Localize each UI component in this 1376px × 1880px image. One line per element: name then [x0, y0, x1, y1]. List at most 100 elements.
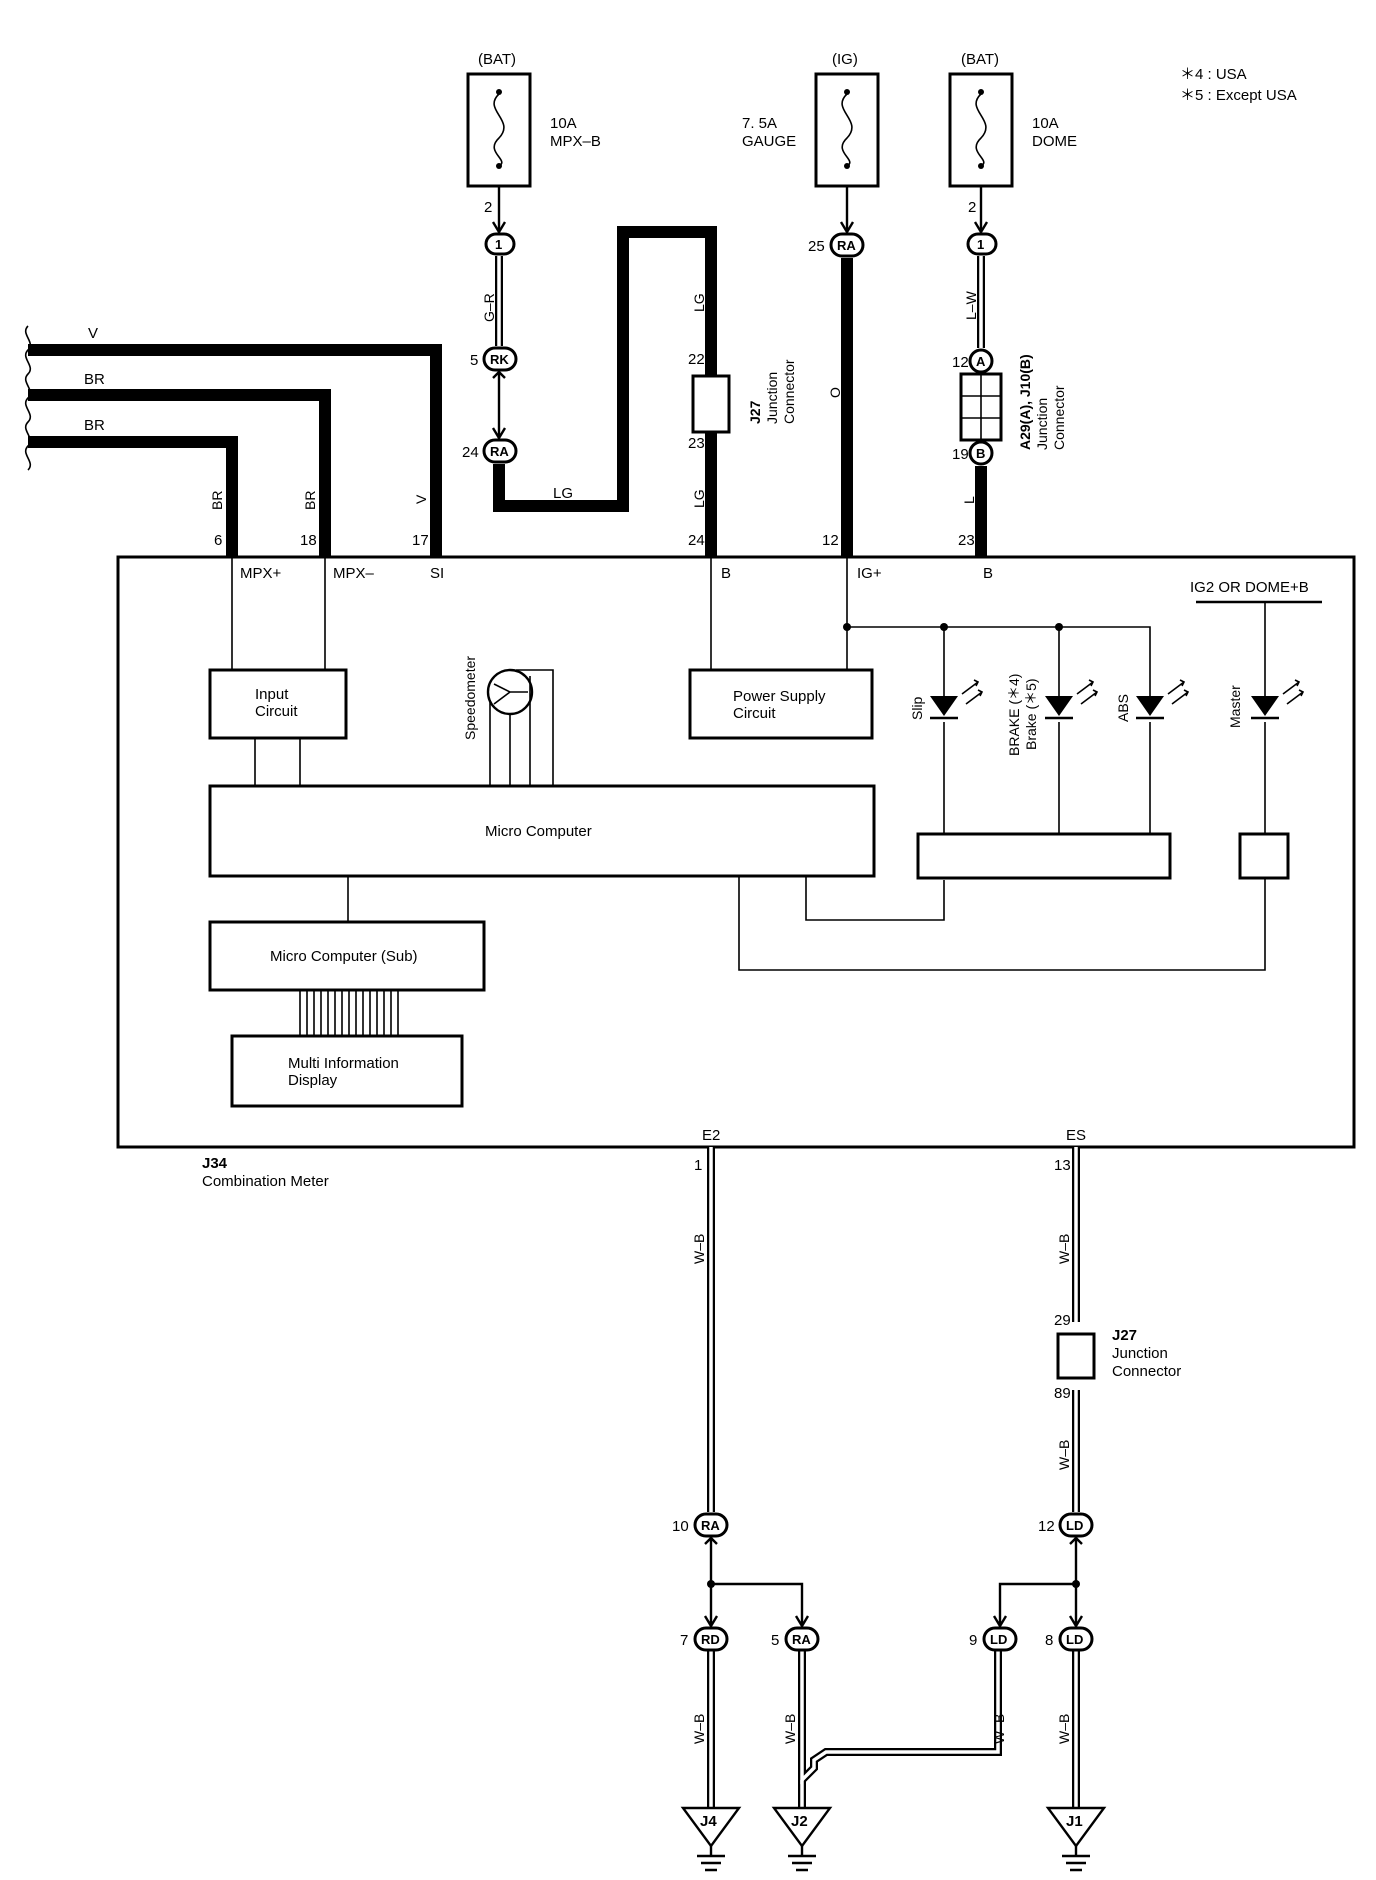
svg-text:J27: J27	[1112, 1327, 1137, 1344]
wire-lg	[493, 226, 717, 512]
ground-j1: J1	[1045, 1806, 1107, 1872]
mid-bus	[299, 990, 399, 1036]
svg-text:J27: J27	[747, 400, 763, 424]
svg-text:2: 2	[968, 199, 976, 216]
legend-except-usa: ＊5 : Except USA	[1180, 87, 1297, 104]
svg-text:J4: J4	[700, 1813, 717, 1830]
wire-label-v-down: V	[413, 494, 429, 504]
wire-label-wb2: W–B	[1056, 1234, 1072, 1264]
pin-12: 12	[822, 532, 839, 549]
svg-text:2: 2	[484, 199, 492, 216]
svg-text:RA: RA	[701, 1518, 720, 1533]
terminal-mpx-plus: MPX+	[240, 565, 282, 582]
fuse-dome: (BAT) 10A DOME 2	[948, 51, 1077, 216]
junction-j27-bottom: 29 89 J27 Junction Connector	[1054, 1312, 1181, 1402]
splice-right	[992, 1536, 1084, 1629]
pin-24: 24	[688, 532, 705, 549]
svg-text:Multi Information: Multi Information	[288, 1055, 399, 1072]
svg-text:12: 12	[952, 354, 969, 371]
led-brake: BRAKE (＊4) Brake (＊5)	[1006, 674, 1099, 756]
pin-13: 13	[1054, 1157, 1071, 1174]
svg-text:Circuit: Circuit	[733, 705, 776, 722]
svg-text:Connector: Connector	[1051, 385, 1067, 450]
wire-label-wb4: W–B	[691, 1714, 707, 1744]
svg-text:10A: 10A	[550, 115, 577, 132]
svg-text:Speedometer: Speedometer	[462, 656, 478, 740]
svg-text:RD: RD	[701, 1632, 720, 1647]
ground-j2: J2	[771, 1806, 833, 1872]
wire-label-br-in2: BR	[84, 417, 105, 434]
svg-text:Circuit: Circuit	[255, 703, 298, 720]
svg-text:89: 89	[1054, 1385, 1071, 1402]
pin-17: 17	[412, 532, 429, 549]
svg-text:1: 1	[495, 237, 502, 252]
svg-text:(BAT): (BAT)	[961, 51, 999, 68]
svg-text:7. 5A: 7. 5A	[742, 115, 777, 132]
wire-label-br-b: BR	[302, 491, 318, 510]
wire-br-1	[28, 389, 331, 557]
wire-label-br-in1: BR	[84, 371, 105, 388]
svg-text:Power Supply: Power Supply	[733, 688, 826, 705]
wire-label-br-a: BR	[209, 491, 225, 510]
svg-text:10: 10	[672, 1518, 689, 1535]
svg-text:Slip: Slip	[909, 696, 925, 720]
connector-rd-7: RD 7	[680, 1626, 729, 1652]
master-driver-block	[1238, 832, 1290, 880]
svg-text:RK: RK	[490, 352, 509, 367]
terminal-ig: IG+	[857, 565, 882, 582]
wire-br-2	[28, 436, 238, 557]
terminal-es: ES	[1066, 1127, 1086, 1144]
fuse-mpx-b: (BAT) 10A MPX–B 2	[466, 51, 601, 216]
meter-name: Combination Meter	[202, 1173, 329, 1190]
svg-text:Micro Computer (Sub): Micro Computer (Sub)	[270, 948, 418, 965]
terminal-b2: B	[983, 565, 993, 582]
svg-text:Display: Display	[288, 1072, 338, 1089]
svg-text:10A: 10A	[1032, 115, 1059, 132]
svg-text:9: 9	[969, 1632, 977, 1649]
svg-text:Micro Computer: Micro Computer	[485, 823, 592, 840]
multi-information-display: Multi Information Display	[230, 1034, 464, 1108]
svg-text:LD: LD	[990, 1632, 1007, 1647]
ground-wires-outer	[707, 1147, 1080, 1808]
svg-text:Master: Master	[1227, 685, 1243, 728]
terminal-si: SI	[430, 565, 444, 582]
speedometer: Speedometer	[462, 656, 554, 786]
junction-a29-j10: A29(A), J10(B) Junction Connector	[959, 354, 1067, 450]
wire-label-wb1: W–B	[691, 1234, 707, 1264]
svg-text:29: 29	[1054, 1312, 1071, 1329]
svg-text:RA: RA	[792, 1632, 811, 1647]
svg-text:Connector: Connector	[1112, 1363, 1181, 1380]
connector-ra-5: RA 5	[771, 1626, 820, 1652]
svg-text:RA: RA	[490, 444, 509, 459]
svg-text:5: 5	[771, 1632, 779, 1649]
wire-label-l: L	[961, 496, 977, 504]
pin-6: 6	[214, 532, 222, 549]
meter-id: J34	[202, 1155, 228, 1172]
wire-label-lg-h: LG	[553, 485, 573, 502]
svg-text:J1: J1	[1066, 1813, 1083, 1830]
led-master: Master	[1227, 679, 1305, 728]
svg-text:23: 23	[688, 435, 705, 452]
wire-label-wb7: W–B	[1056, 1714, 1072, 1744]
led-slip: Slip	[909, 679, 984, 720]
svg-text:A29(A), J10(B): A29(A), J10(B)	[1017, 354, 1033, 450]
wire-label-wb6: W–B	[991, 1714, 1007, 1744]
connector-1-mpx: 1	[484, 232, 516, 256]
connector-ra-25: RA 25	[808, 232, 865, 258]
wire-label-lw: L–W	[963, 290, 979, 320]
svg-text:Junction: Junction	[1112, 1345, 1168, 1362]
micro-computer-sub: Micro Computer (Sub)	[208, 920, 486, 992]
connector-ld-9: LD 9	[969, 1626, 1018, 1652]
pin-18: 18	[300, 532, 317, 549]
wire-label-v-in: V	[88, 325, 98, 342]
svg-text:5: 5	[470, 352, 478, 369]
svg-text:Connector: Connector	[781, 359, 797, 424]
connector-rk: RK 5	[470, 346, 518, 372]
svg-text:19: 19	[952, 446, 969, 463]
svg-text:24: 24	[462, 444, 479, 461]
wire-label-lg-up: LG	[691, 293, 707, 312]
svg-text:Input: Input	[255, 686, 289, 703]
svg-text:22: 22	[688, 351, 705, 368]
connector-ra-24: RA 24	[462, 438, 518, 464]
